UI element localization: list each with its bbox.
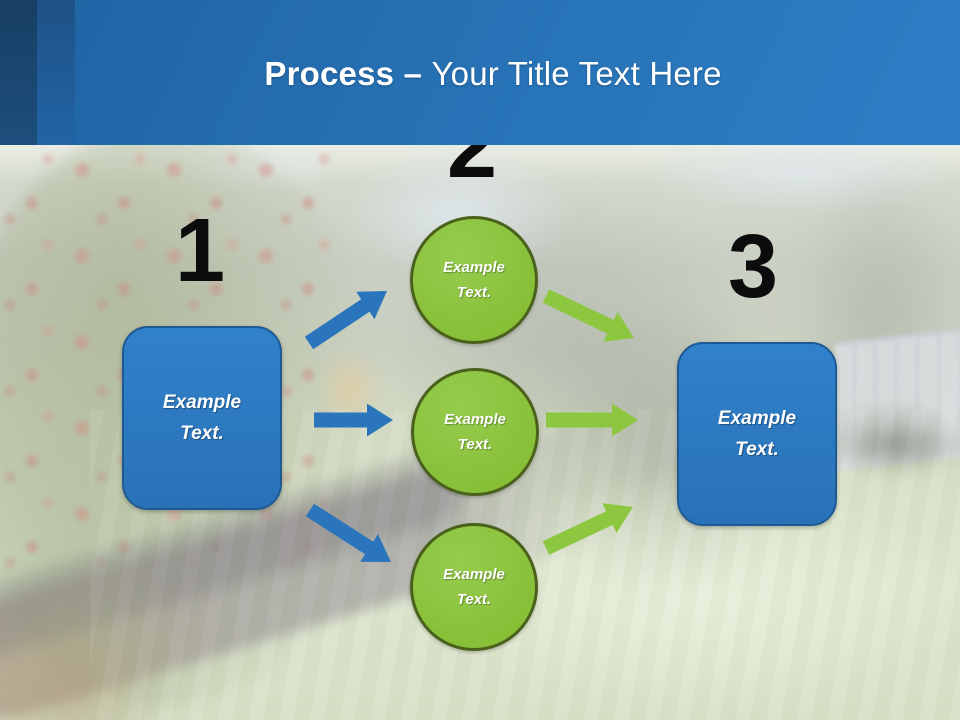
connector-arrow-blue-2[interactable] <box>314 403 393 437</box>
slide-title[interactable]: Process – Your Title Text Here <box>0 54 960 94</box>
step-number-3[interactable]: 3 <box>727 217 779 317</box>
connector-arrow-blue-1[interactable] <box>304 291 387 350</box>
process-circle-middle[interactable]: Example Text. <box>411 368 539 496</box>
process-circle-top-label: Example Text. <box>443 258 505 302</box>
process-circle-bottom[interactable]: Example Text. <box>410 523 538 651</box>
connector-arrow-green-2[interactable] <box>546 403 638 437</box>
connector-arrow-green-1[interactable] <box>542 289 634 342</box>
accent-strip-dark <box>0 0 37 145</box>
connector-arrow-green-3[interactable] <box>542 503 633 555</box>
process-box-start[interactable]: Example Text. <box>122 326 282 510</box>
process-circle-top[interactable]: Example Text. <box>410 216 538 344</box>
connector-arrow-blue-3[interactable] <box>305 503 391 562</box>
slide-title-bold: Process <box>264 55 395 92</box>
process-circle-middle-label: Example Text. <box>444 410 506 454</box>
slide-title-separator: – <box>394 55 432 92</box>
process-circle-bottom-label: Example Text. <box>443 565 505 609</box>
accent-strip-medium <box>37 0 75 145</box>
process-box-end[interactable]: Example Text. <box>677 342 837 526</box>
process-box-end-label: Example Text. <box>717 407 797 460</box>
title-bar: Process – Your Title Text Here <box>0 0 960 145</box>
slide-title-rest: Your Title Text Here <box>431 55 722 92</box>
step-number-1[interactable]: 1 <box>174 201 226 301</box>
process-box-start-label: Example Text. <box>162 391 242 444</box>
